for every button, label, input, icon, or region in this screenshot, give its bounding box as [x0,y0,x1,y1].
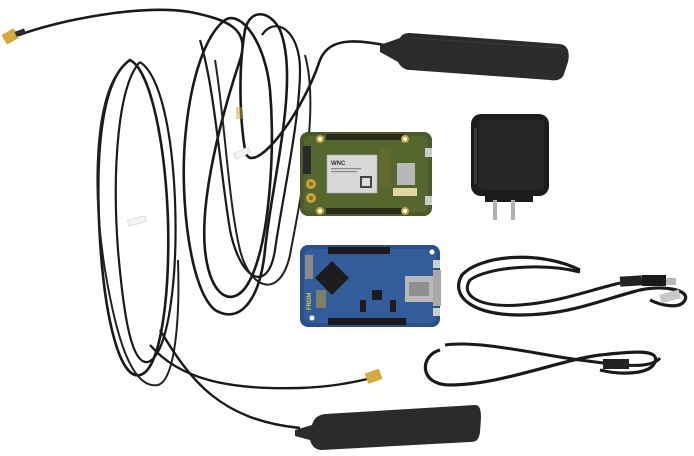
lte-shield-board: WNC [300,132,432,216]
antenna-bottom [96,58,481,450]
frdm-board: FRDM [300,245,441,327]
modem-brand-label: WNC [331,161,346,167]
dev-board-brand-label: FRDM [307,293,313,310]
antenna-top [1,8,569,316]
usb-cable-1 [457,255,688,317]
usb-cable-2 [423,342,662,387]
sma-connector-icon [1,28,26,45]
power-adapter [471,114,549,220]
sma-connector-icon [365,368,383,384]
